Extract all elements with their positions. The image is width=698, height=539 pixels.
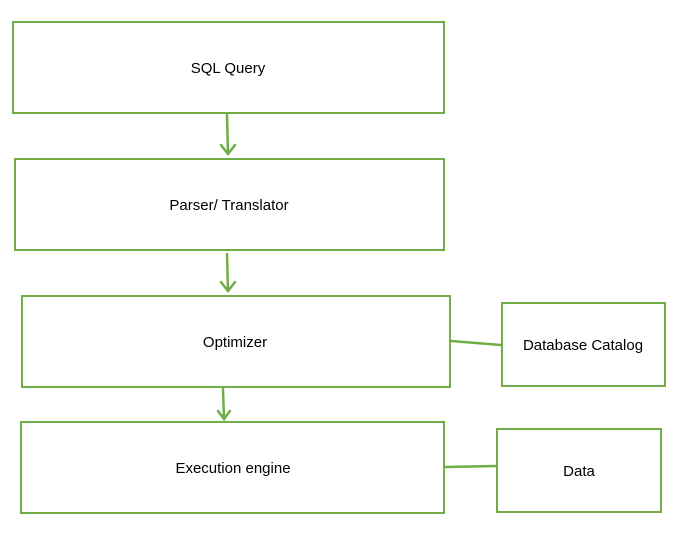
node-database-catalog: Database Catalog bbox=[501, 302, 666, 387]
node-sql-query: SQL Query bbox=[12, 21, 445, 114]
arrow-parser-to-optimizer bbox=[219, 252, 237, 294]
node-optimizer-label: Optimizer bbox=[203, 334, 267, 351]
node-database-catalog-label: Database Catalog bbox=[523, 337, 643, 354]
line-execution-to-data bbox=[444, 464, 498, 469]
node-execution-engine-label: Execution engine bbox=[175, 460, 290, 477]
line-optimizer-to-catalog bbox=[449, 339, 503, 347]
node-execution-engine: Execution engine bbox=[20, 421, 445, 514]
node-optimizer: Optimizer bbox=[21, 295, 451, 388]
arrow-sql-to-parser bbox=[219, 113, 237, 157]
node-parser-translator-label: Parser/ Translator bbox=[169, 197, 288, 214]
arrow-optimizer-to-execution bbox=[216, 387, 232, 422]
node-sql-query-label: SQL Query bbox=[191, 60, 266, 77]
node-data-label: Data bbox=[563, 463, 595, 480]
node-data: Data bbox=[496, 428, 662, 513]
node-parser-translator: Parser/ Translator bbox=[14, 158, 445, 251]
